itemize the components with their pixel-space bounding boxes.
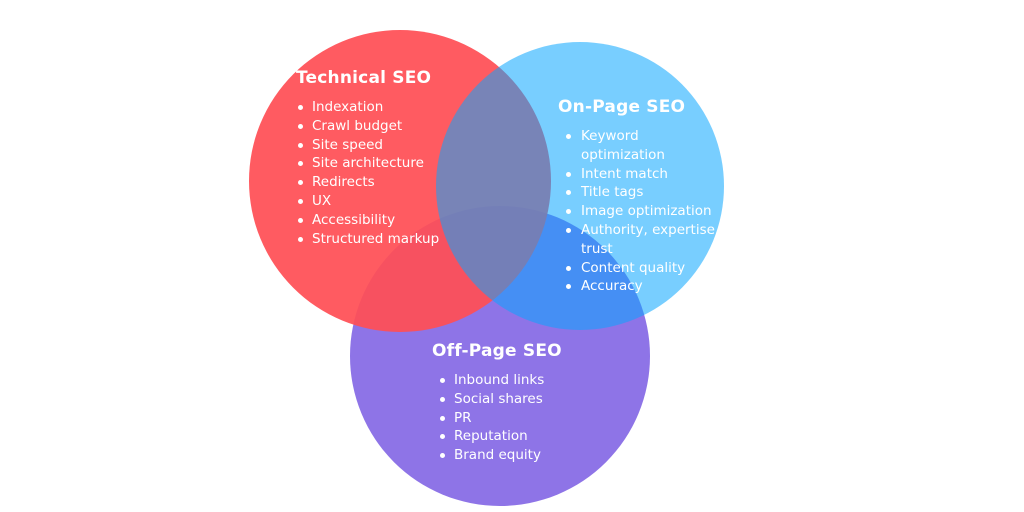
off-page-seo-group: Off-Page SEO Inbound links Social shares… — [432, 341, 562, 465]
list-item: Indexation — [297, 98, 439, 117]
list-item: Title tags — [566, 183, 726, 202]
list-item: Social shares — [440, 390, 562, 409]
on-page-seo-circle — [436, 42, 724, 330]
list-item: Site architecture — [297, 154, 439, 173]
list-item: Authority, expertise, trust — [566, 221, 726, 259]
list-item: Redirects — [297, 173, 439, 192]
list-item: Image optimization — [566, 202, 726, 221]
list-item: Reputation — [440, 427, 562, 446]
list-item: Inbound links — [440, 371, 562, 390]
list-item: Keyword optimization — [566, 127, 726, 165]
list-item: Structured markup — [297, 230, 440, 247]
list-item-text: Keyword optimization — [581, 128, 665, 163]
list-item: UX — [297, 192, 439, 211]
technical-seo-group: Technical SEO Indexation Crawl budget Si… — [296, 68, 439, 248]
list-item-text: Authority, expertise, trust — [581, 221, 720, 257]
technical-seo-list: Indexation Crawl budget Site speed Site … — [296, 98, 439, 248]
list-item: Brand equity — [440, 446, 562, 465]
list-item: Accessibility — [297, 211, 439, 230]
on-page-seo-group: On-Page SEO Keyword optimization Intent … — [558, 97, 726, 296]
off-page-seo-title: Off-Page SEO — [432, 341, 562, 361]
on-page-seo-title: On-Page SEO — [558, 97, 686, 117]
list-item: Crawl budget — [297, 117, 439, 136]
list-item: PR — [440, 409, 562, 428]
on-page-seo-list: Keyword optimization Intent match Title … — [558, 127, 726, 296]
list-item: Accuracy — [566, 277, 726, 296]
list-item: Site speed — [297, 136, 439, 155]
list-item: Intent match — [566, 165, 726, 184]
list-item: Content quality — [566, 259, 726, 278]
technical-seo-title: Technical SEO — [296, 68, 432, 88]
off-page-seo-list: Inbound links Social shares PR Reputatio… — [432, 371, 562, 465]
